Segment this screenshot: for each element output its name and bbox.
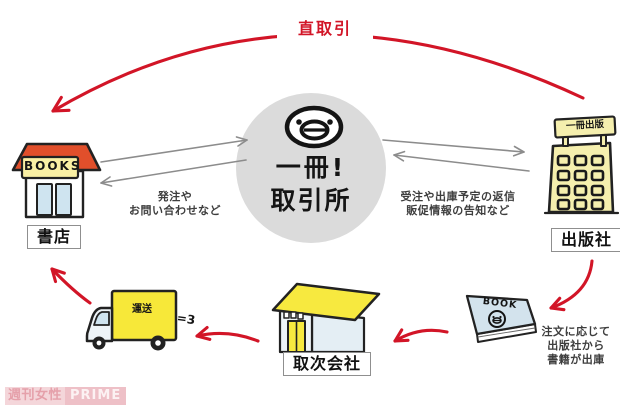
watermark: 週刊女性 PRIME [5, 387, 127, 406]
hub-circle [236, 93, 386, 243]
truck-icon [85, 289, 178, 351]
direct-deal-label: 直取引 [277, 19, 373, 39]
publisher-label: 出版社 [551, 228, 620, 252]
truck-to-bookstore-arrow [50, 267, 92, 305]
note-line: 受注や出庫予定の返信 [400, 190, 516, 203]
publisher-to-hub-arrow [393, 150, 530, 172]
hub-name-line2: 取引所 [270, 186, 352, 215]
truck-motion-mark: =3 [175, 310, 197, 328]
hub-to-publisher-arrow [382, 139, 525, 157]
note-line: 書籍が出庫 [547, 352, 605, 366]
warehouse-icon [271, 282, 381, 354]
note-line: 出版社から [547, 338, 605, 352]
bookstore-icon [11, 142, 102, 219]
hub-mascot-icon [284, 105, 344, 149]
truck-sign-text: 運送 [132, 304, 152, 315]
warehouse-to-truck-arrow [195, 325, 260, 343]
hub-to-publisher-note: 受注や出庫予定の返信 販促情報の告知など [390, 190, 526, 218]
publisher-to-book-arrow [549, 259, 594, 312]
hub-to-bookstore-arrow [100, 159, 247, 187]
note-line: お問い合わせなど [129, 203, 221, 217]
publisher-building-icon [543, 115, 620, 215]
shipping-note: 注文に応じて 出版社から 書籍が出庫 [534, 325, 618, 366]
book-icon [465, 294, 537, 343]
distributor-label: 取次会社 [283, 352, 372, 376]
bookstore-label: 書店 [27, 225, 82, 249]
note-line: 注文に応じて [541, 325, 611, 338]
watermark-right: PRIME [65, 387, 127, 406]
note-line: 発注や [157, 190, 193, 203]
book-to-warehouse-arrow [393, 328, 449, 343]
hub-name-line1: 一冊! [275, 153, 347, 182]
note-line: 販促情報の告知など [406, 203, 510, 217]
bookstore-to-hub-note: 発注や お問い合わせなど [113, 190, 237, 218]
bookstore-sign-text: BOOKS [24, 159, 82, 173]
watermark-left: 週刊女性 [5, 387, 66, 406]
bookstore-to-hub-arrow [100, 136, 248, 163]
